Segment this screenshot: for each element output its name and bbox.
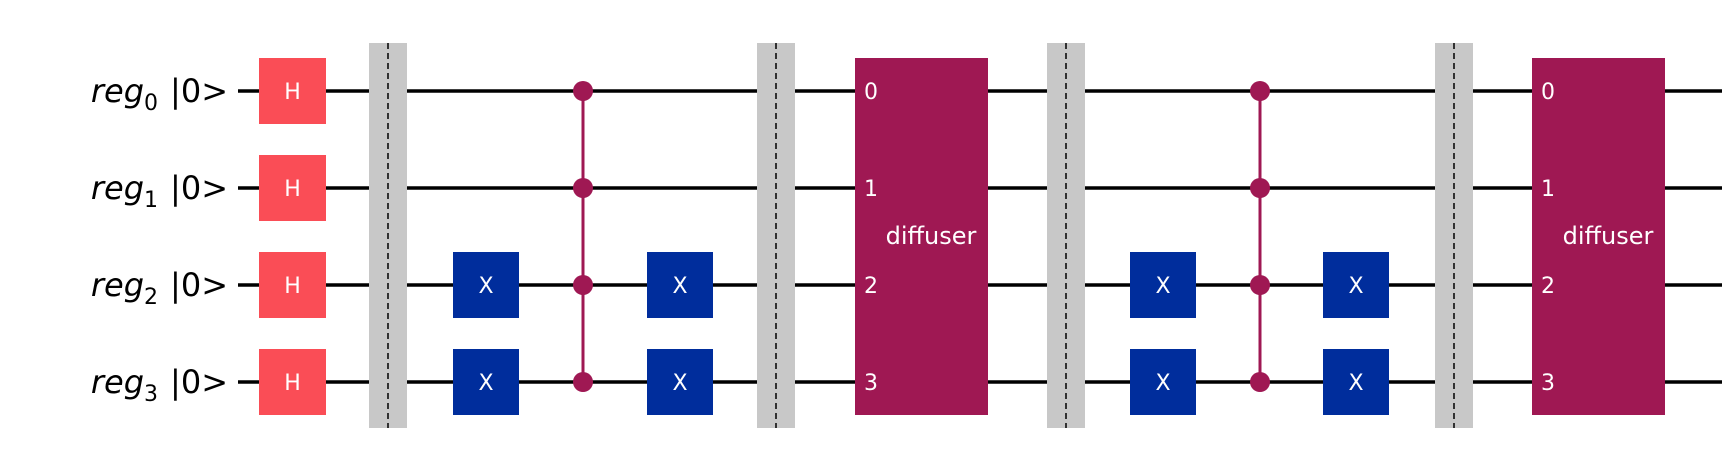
svg-text:1: 1: [1541, 177, 1555, 202]
barrier: [1047, 43, 1085, 428]
diffuser-label: diffuser: [886, 222, 977, 250]
x-gate: X: [1323, 252, 1389, 318]
svg-text:2: 2: [1541, 274, 1555, 299]
register-label-1: reg1|0>: [91, 169, 228, 213]
h-gate: H: [259, 349, 326, 415]
h-gate: H: [259, 58, 326, 124]
svg-text:H: H: [284, 177, 301, 202]
hadamard-layer: H H H H: [259, 58, 326, 415]
x-gate: X: [647, 349, 713, 415]
svg-text:X: X: [1155, 371, 1170, 396]
control-dot: [573, 178, 593, 198]
svg-text:X: X: [1155, 274, 1170, 299]
svg-text:X: X: [672, 274, 687, 299]
diffuser-gate: 0 1 2 3 diffuser: [855, 58, 988, 415]
control-dot: [1250, 275, 1270, 295]
multi-controlled-z-gate: [1250, 81, 1270, 392]
svg-text:X: X: [1348, 274, 1363, 299]
svg-text:3: 3: [864, 371, 878, 396]
svg-text:2: 2: [864, 274, 878, 299]
h-gate: H: [259, 252, 326, 318]
svg-text:0: 0: [864, 80, 878, 105]
oracle-block-2: X X X X: [1130, 81, 1389, 415]
x-gate: X: [1130, 349, 1196, 415]
svg-text:H: H: [284, 371, 301, 396]
multi-controlled-z-gate: [573, 81, 593, 392]
x-gate: X: [647, 252, 713, 318]
control-dot: [573, 372, 593, 392]
control-dot: [573, 275, 593, 295]
svg-text:X: X: [478, 371, 493, 396]
svg-text:0: 0: [1541, 80, 1555, 105]
svg-text:1: 1: [864, 177, 878, 202]
svg-text:H: H: [284, 80, 301, 105]
barrier: [1435, 43, 1473, 428]
svg-text:X: X: [1348, 371, 1363, 396]
svg-text:H: H: [284, 274, 301, 299]
svg-text:3: 3: [1541, 371, 1555, 396]
h-gate: H: [259, 155, 326, 221]
x-gate: X: [1130, 252, 1196, 318]
control-dot: [1250, 81, 1270, 101]
barrier: [757, 43, 795, 428]
register-label-3: reg3|0>: [91, 363, 228, 407]
x-gate: X: [453, 349, 519, 415]
svg-text:X: X: [478, 274, 493, 299]
diffuser-gate: 0 1 2 3 diffuser: [1532, 58, 1665, 415]
control-dot: [1250, 178, 1270, 198]
svg-text:X: X: [672, 371, 687, 396]
diffuser-label: diffuser: [1563, 222, 1654, 250]
register-labels: reg0|0> reg1|0> reg2|0> reg3|0>: [91, 72, 228, 407]
control-dot: [1250, 372, 1270, 392]
x-gate: X: [453, 252, 519, 318]
oracle-block-1: X X X X: [453, 81, 713, 415]
x-gate: X: [1323, 349, 1389, 415]
register-label-2: reg2|0>: [91, 266, 228, 310]
register-label-0: reg0|0>: [91, 72, 228, 116]
control-dot: [573, 81, 593, 101]
barrier: [369, 43, 407, 428]
